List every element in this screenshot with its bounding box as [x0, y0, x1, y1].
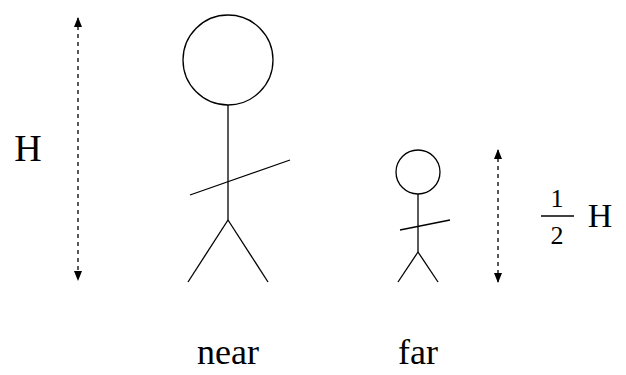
fraction-bar [541, 215, 574, 217]
far-figure [396, 150, 450, 282]
fraction-denominator: 2 [551, 223, 564, 249]
near-figure [183, 15, 290, 282]
height-arrow [497, 150, 498, 282]
figure-caption: far [398, 334, 438, 370]
dimension-label: H [588, 199, 613, 233]
figure-caption: near [197, 334, 259, 370]
fraction-numerator: 1 [551, 186, 564, 212]
dimension-label: H [14, 129, 41, 167]
height-arrow [77, 18, 78, 280]
